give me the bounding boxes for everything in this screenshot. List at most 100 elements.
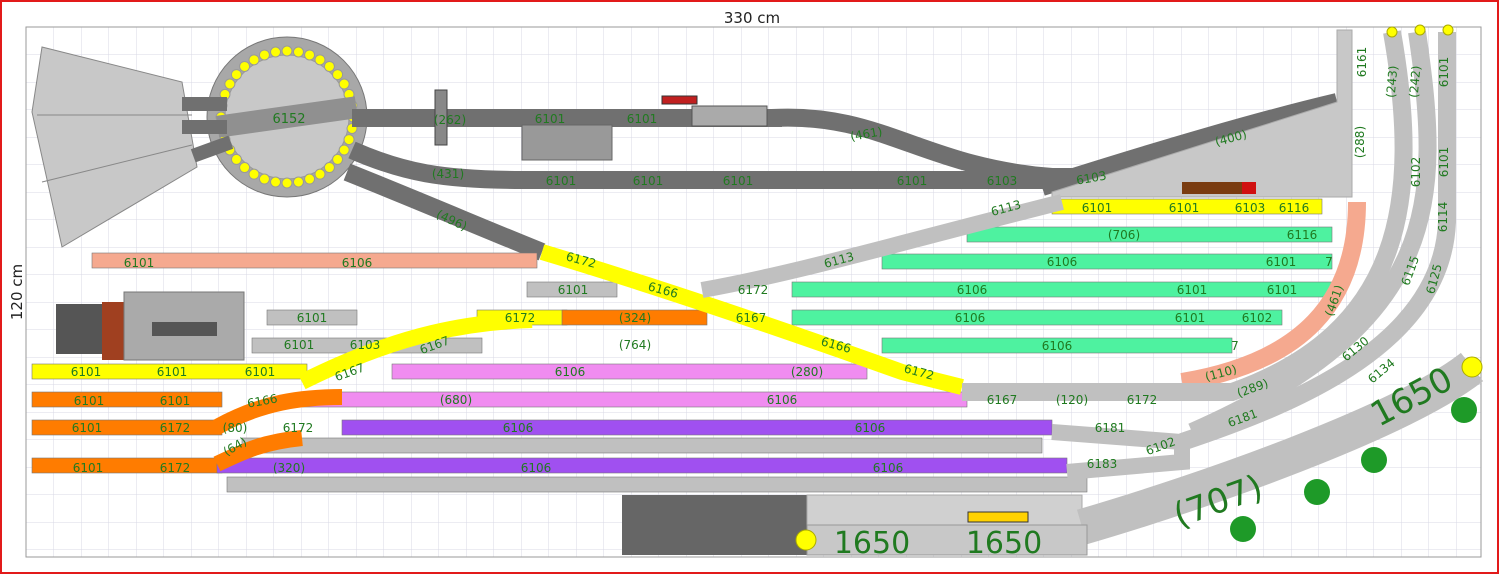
workshop-track (152, 322, 217, 336)
track-segment[interactable] (182, 120, 227, 134)
track-curve[interactable] (1188, 30, 1437, 441)
tree (1304, 479, 1330, 505)
turntable-lamp (270, 46, 282, 58)
track-piece-label: 6101 (546, 174, 577, 188)
turntable-lamp (248, 168, 260, 180)
track-piece-label: 6101 (71, 365, 102, 379)
track-piece-label: 6101 (297, 311, 328, 325)
track-piece-label: 6106 (957, 283, 988, 297)
track-piece-label: 6114 (1436, 202, 1450, 233)
track-piece-label: 6172 (505, 311, 536, 325)
track-piece-label: 7 (1325, 255, 1333, 269)
turntable-label: 6152 (272, 112, 305, 127)
yard-track[interactable] (91, 252, 538, 269)
yard-track[interactable] (881, 337, 1233, 354)
yard-track[interactable] (31, 391, 223, 408)
crossover-track[interactable] (700, 194, 1064, 298)
yard-track[interactable] (881, 253, 1333, 270)
track-piece-label: 6183 (1087, 457, 1118, 471)
track-piece-label: (120) (1056, 393, 1088, 407)
station-track[interactable] (806, 524, 1088, 556)
engine-house-roof (102, 302, 124, 360)
track-curve[interactable] (1179, 32, 1456, 451)
track-piece-label: 6106 (855, 421, 886, 435)
turntable-lamp (323, 60, 335, 72)
turntable-lamp (332, 153, 344, 165)
turntable-lamp (338, 78, 350, 90)
shed-divider (41, 144, 193, 183)
crossover-track[interactable] (298, 312, 533, 390)
crossover-track[interactable] (1051, 424, 1190, 480)
track-piece-label: 6101 (245, 365, 276, 379)
turntable-lamp (230, 153, 242, 165)
turntable-lamp (239, 60, 251, 72)
track-piece-label: 6106 (955, 311, 986, 325)
yard-track[interactable] (216, 457, 1068, 474)
track-piece-label: 6116 (1287, 228, 1318, 242)
track-piece-label: 6101 (1437, 57, 1451, 88)
track-piece-label: (262) (434, 113, 466, 127)
yard-track[interactable] (526, 281, 618, 298)
track-piece-label: 6101 (558, 283, 589, 297)
track-piece-label: 6101 (124, 256, 155, 270)
track-segment[interactable] (352, 109, 782, 127)
track-piece-label: 6106 (342, 256, 373, 270)
track-piece-label: 6101 (73, 461, 104, 475)
track-piece-label: (280) (791, 365, 823, 379)
turntable-lamp (258, 49, 270, 61)
turntable-lamp (292, 176, 304, 188)
track-curve[interactable] (1180, 201, 1366, 391)
track-piece-label: 6172 (160, 461, 191, 475)
yard-track[interactable] (31, 457, 223, 474)
yard-track[interactable] (391, 363, 868, 380)
turntable-lamp (338, 144, 350, 156)
track-piece-label: 6116 (1279, 201, 1310, 215)
yard-track[interactable] (791, 281, 1333, 298)
track-piece-label: (243) (1384, 65, 1401, 98)
yard-track[interactable] (266, 309, 358, 326)
track-piece-label: 6101 (897, 174, 928, 188)
track-piece-label: 6101 (723, 174, 754, 188)
yard-track[interactable] (791, 309, 1283, 326)
track-piece-label: (242) (1407, 65, 1424, 98)
yard-track[interactable] (966, 226, 1333, 243)
yard-track[interactable] (561, 309, 708, 326)
track-piece-label: 6181 (1095, 421, 1126, 435)
track-curve[interactable] (348, 141, 1102, 189)
turntable-lamp (281, 45, 293, 57)
track-piece-label: 6101 (74, 394, 105, 408)
end-marker (1414, 24, 1426, 36)
track-curve[interactable] (962, 30, 1413, 401)
track-piece-label: 6167 (736, 311, 767, 325)
track-piece-label: 6101 (1177, 283, 1208, 297)
track-piece-label: 6172 (1127, 393, 1158, 407)
turntable-lamp (224, 78, 236, 90)
crossover-track[interactable] (213, 430, 303, 472)
yard-track[interactable] (341, 419, 1053, 436)
track-piece-label: (461) (849, 124, 883, 143)
crossover-track[interactable] (539, 244, 964, 395)
yard-track[interactable] (226, 476, 1088, 493)
railcar (661, 95, 698, 105)
yard-track[interactable] (241, 437, 1043, 454)
track-piece-label: 6103 (1075, 169, 1108, 188)
track-piece-label: 6101 (633, 174, 664, 188)
turntable-lamp (304, 173, 316, 185)
track-curve[interactable] (1076, 352, 1484, 545)
track-curve[interactable] (343, 163, 546, 261)
track-piece-label: 6103 (350, 338, 381, 352)
turntable-bridge[interactable] (216, 96, 358, 138)
track-piece-label: 6161 (1355, 47, 1369, 78)
tree (1361, 447, 1387, 473)
track-piece-label: 6101 (1437, 147, 1451, 178)
yard-track[interactable] (31, 419, 223, 436)
end-marker (795, 529, 817, 551)
track-piece-label: 6101 (1175, 311, 1206, 325)
yard-track[interactable] (301, 391, 968, 408)
track-segment[interactable] (182, 97, 227, 111)
track-piece-label: 6101 (1082, 201, 1113, 215)
track-segment[interactable] (190, 135, 234, 163)
track-piece-label: 6172 (738, 283, 769, 297)
crossover-track[interactable] (213, 389, 343, 435)
